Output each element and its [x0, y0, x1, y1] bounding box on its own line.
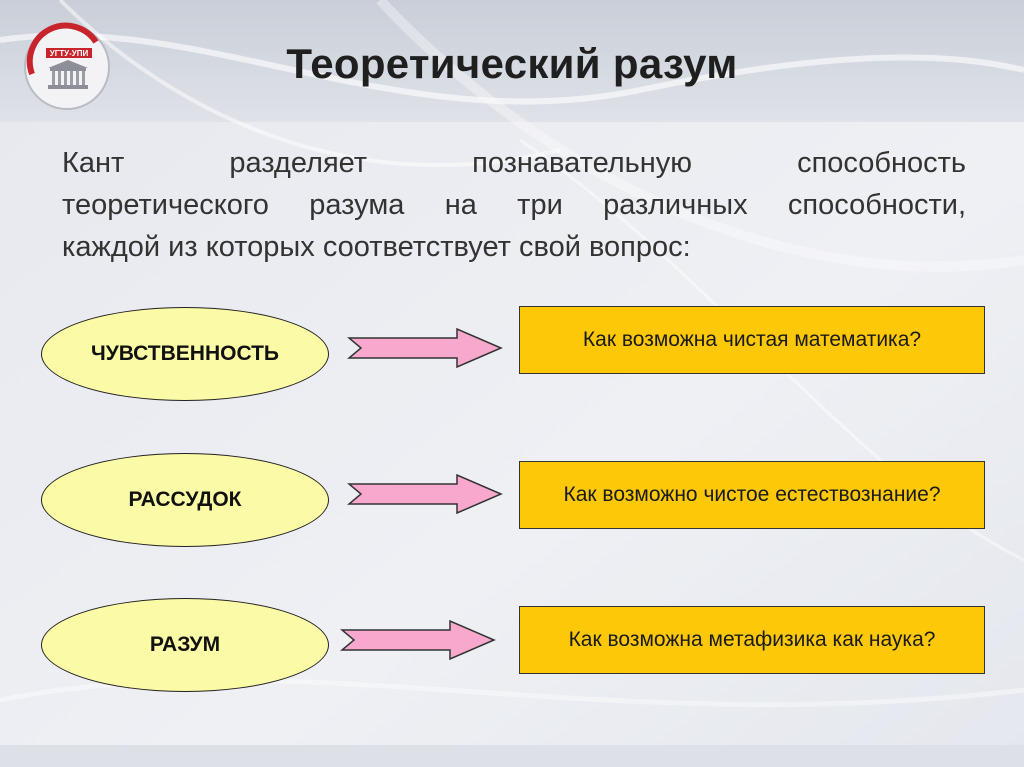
- arrow-right-icon: [347, 328, 503, 368]
- university-building-icon: [48, 60, 88, 89]
- faculty-ellipse-sensibility: ЧУВСТВЕННОСТЬ: [41, 307, 329, 401]
- intro-line: Кант разделяет познавательную способност…: [62, 147, 966, 179]
- arrow-right-icon: [340, 620, 496, 660]
- question-box-metaphysics: Как возможна метафизика как наука?: [519, 606, 985, 674]
- intro-line: каждой из которых соответствует свой воп…: [62, 231, 691, 263]
- question-box-natural-science: Как возможно чистое естествознание?: [519, 461, 985, 529]
- slide-title: Теоретический разум: [286, 40, 738, 87]
- university-logo: УГТУ-УПИ: [24, 22, 110, 110]
- arrow-right-icon: [347, 474, 503, 514]
- intro-line: теоретического разума на три различных с…: [62, 189, 966, 221]
- faculty-ellipse-reason: РАЗУМ: [41, 598, 329, 692]
- intro-text: Кант разделяет познавательную способност…: [62, 142, 966, 268]
- faculty-ellipse-understanding: РАССУДОК: [41, 453, 329, 547]
- question-box-mathematics: Как возможна чистая математика?: [519, 306, 985, 374]
- logo-text: УГТУ-УПИ: [50, 49, 89, 58]
